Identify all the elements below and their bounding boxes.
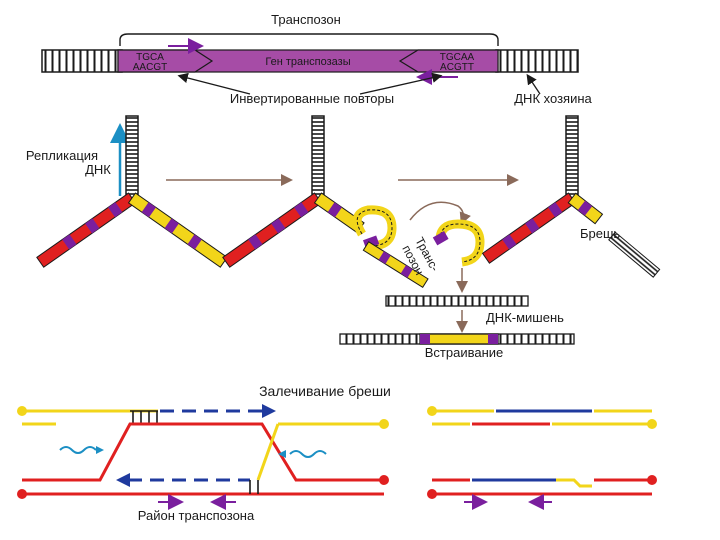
replication-label-line1: Репликация <box>26 148 98 163</box>
host-dna-strip: TGCA AACGT Ген транспозазы TGCAA ACGTT <box>41 38 579 85</box>
callout-left-repeat <box>177 72 251 95</box>
replication-fork-1 <box>36 115 228 268</box>
gene-label: Ген транспозазы <box>265 56 350 68</box>
inverted-repeats-label: Инвертированные повторы <box>230 91 394 106</box>
callout-right-repeat <box>359 72 443 95</box>
target-dna <box>385 295 529 307</box>
transposon-region-label: Район транспозона <box>138 508 255 523</box>
inserted-transposon <box>419 333 499 345</box>
replication-label-group: Репликация ДНК <box>26 123 130 196</box>
fork1-stem <box>125 115 139 199</box>
gap-repair-right <box>427 406 657 510</box>
replication-label-line2: ДНК <box>85 162 111 177</box>
host-dna-right <box>495 49 579 73</box>
ladder-ticks-top <box>130 410 158 424</box>
gap-repair-title: Залечивание бреши <box>259 383 391 399</box>
replication-fork-2 <box>222 115 429 289</box>
gap-label: Брешь <box>580 226 620 241</box>
left-repeat-box <box>117 49 214 73</box>
excised-transposon-loop-2 <box>435 219 485 267</box>
yellow-crossover <box>256 423 280 481</box>
red-crossover-left <box>22 422 384 482</box>
target-dna-group: ДНК-мишень Встраивание <box>339 295 575 360</box>
fork1-left-arm <box>36 192 137 268</box>
gap-repair-left: Район транспозона <box>17 404 389 523</box>
transposon-header: Транспозон <box>119 12 499 46</box>
host-dna-label: ДНК хозяина <box>514 91 592 106</box>
transposon-bracket <box>119 33 499 46</box>
right-repeat-box <box>398 49 499 73</box>
left-repeat-label-2: AACGT <box>133 62 167 73</box>
callout-host <box>526 73 541 95</box>
fork3-stem <box>565 115 579 199</box>
top-callouts: Инвертированные повторы ДНК хозяина <box>177 72 593 106</box>
host-dna-left <box>41 49 123 73</box>
wavy-primer-right <box>289 450 327 458</box>
excision-arrow <box>409 201 471 225</box>
insertion-label: Встраивание <box>425 345 504 360</box>
wavy-primer-left <box>59 446 97 454</box>
fork2-left-arm <box>222 192 323 268</box>
right-repeat-label-1: TGCAA <box>440 52 475 63</box>
fork3-right-arm-lower <box>608 231 661 278</box>
replication-fork-3: Брешь <box>481 115 661 278</box>
left-repeat-label-1: TGCA <box>136 52 164 63</box>
fork2-yellow-tail <box>362 241 429 289</box>
right-repeat-label-2: ACGTT <box>440 62 474 73</box>
fork2-stem <box>311 115 325 199</box>
transposon-title: Транспозон <box>271 12 341 27</box>
right-low-yellow <box>556 478 592 488</box>
fork1-right-arm <box>127 192 228 268</box>
ladder-ticks-bottom <box>249 480 259 494</box>
target-dna-label: ДНК-мишень <box>486 310 564 325</box>
